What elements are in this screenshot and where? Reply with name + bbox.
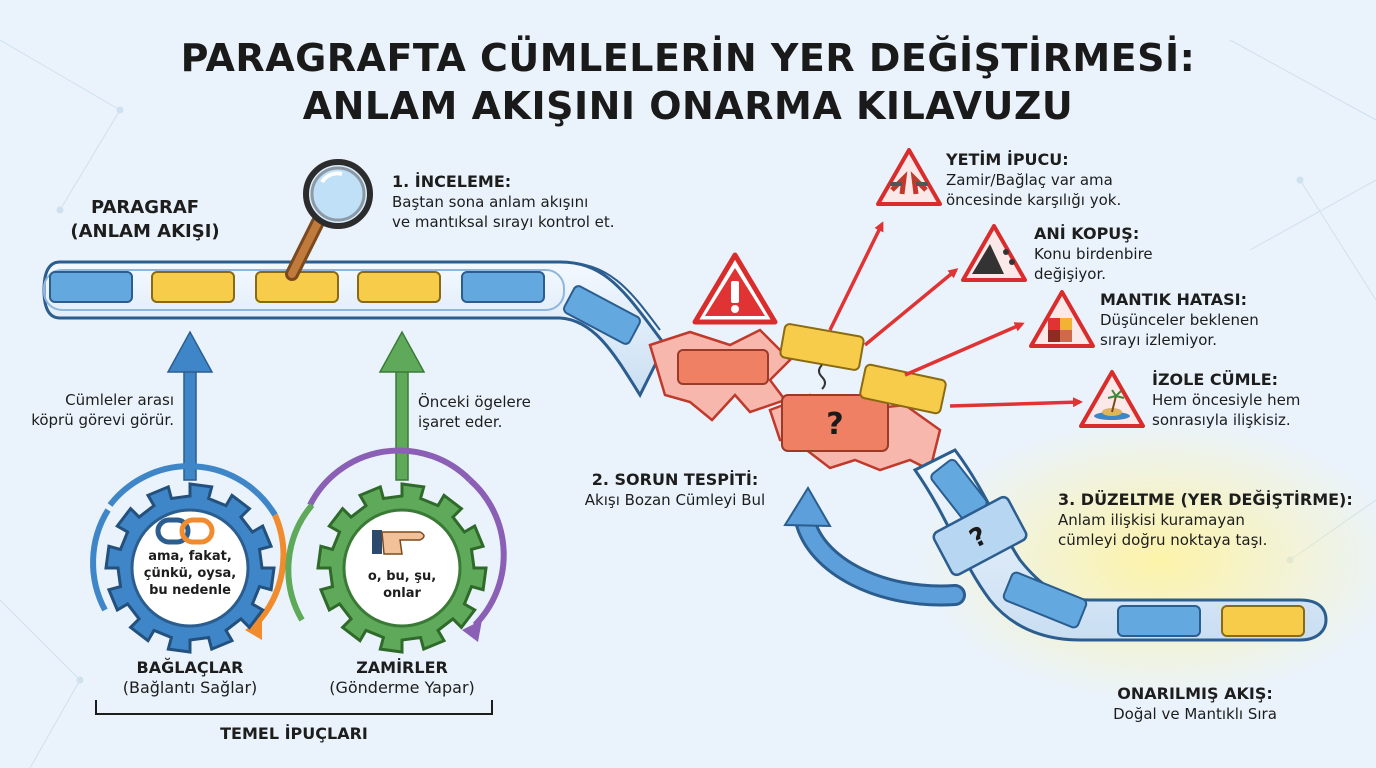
sentence-block — [1221, 605, 1305, 637]
repaired-flow-text: ONARILMIŞ AKIŞ: Doğal ve Mantıklı Sıra — [1113, 684, 1277, 723]
sentence-block — [563, 285, 641, 345]
problem-isolated-sentence: İZOLE CÜMLE: Hem öncesiyle hem sonrasıyl… — [1152, 370, 1301, 429]
step1-heading: 1. İNCELEME: — [392, 172, 512, 191]
paragraph-belt-left — [42, 260, 667, 399]
page-title: PARAGRAFTA CÜMLELERİN YER DEĞİŞTİRMESİ: … — [0, 34, 1376, 130]
connector-words: ama, fakat, çünkü, oysa, bu nedenle — [143, 549, 237, 598]
clues-label: TEMEL İPUÇLARI — [220, 724, 368, 743]
sentence-block — [461, 271, 545, 303]
sentence-block — [1002, 571, 1088, 629]
warning-icon — [692, 252, 778, 325]
connector-caption: BAĞLAÇLAR (Bağlantı Sağlar) — [122, 658, 258, 697]
sentence-block — [859, 363, 947, 415]
question-mark: ? — [826, 407, 843, 442]
puzzle-icon — [1029, 290, 1095, 348]
pronoun-note: Önceki ögelere işaret eder. — [418, 393, 531, 431]
title-line-2: ANLAM AKIŞINI ONARMA KILAVUZU — [302, 84, 1074, 128]
broken-section: ? — [648, 323, 947, 472]
magnifier-icon — [285, 159, 373, 281]
sentence-block — [357, 271, 441, 303]
problem-arrows — [828, 221, 1083, 408]
step2-text: 2. SORUN TESPİTİ: Akışı Bozan Cümleyi Bu… — [584, 470, 766, 509]
connector-arrow — [166, 330, 214, 481]
step3-text: 3. DÜZELTME (YER DEĞİŞTİRME): Anlam iliş… — [1058, 490, 1353, 549]
broken-block — [677, 349, 769, 385]
sentence-block — [151, 271, 235, 303]
connector-gear — [90, 463, 287, 654]
problem-sudden-break: ANİ KOPUŞ: Konu birdenbire değişiyor. — [1034, 224, 1153, 283]
belt-blocks-right: ? — [930, 458, 1305, 637]
pointing-hand-icon — [372, 530, 425, 555]
problem-orphan-clue: YETİM İPUCU: Zamir/Bağlaç var ama öncesi… — [946, 150, 1122, 209]
pronoun-caption: ZAMİRLER (Gönderme Yapar) — [329, 658, 475, 697]
reposition-arrow — [783, 486, 966, 607]
clues-bracket — [95, 700, 493, 715]
sentence-block — [49, 271, 133, 303]
step1-text: 1. İNCELEME: Baştan sona anlam akışını v… — [392, 172, 615, 231]
moving-block — [932, 495, 1028, 577]
broken-bridge-icon — [876, 148, 942, 206]
misplaced-block — [781, 394, 889, 452]
falling-rocks-icon — [961, 224, 1027, 282]
chain-link-icon — [155, 517, 215, 545]
connector-note: Cümleler arası köprü görevi görür. — [31, 391, 174, 429]
sentence-block — [1117, 605, 1201, 637]
belt-blocks-left — [49, 271, 641, 345]
island-icon — [1079, 370, 1145, 428]
paragraph-label: PARAGRAF (ANLAM AKIŞI) — [70, 197, 220, 242]
title-line-1: PARAGRAFTA CÜMLELERİN YER DEĞİŞTİRMESİ: — [180, 36, 1196, 80]
pronoun-words: o, bu, şu, onlar — [367, 569, 437, 601]
problem-logic-error: MANTIK HATASI: Düşünceler beklenen sıray… — [1100, 290, 1259, 349]
pronoun-gear — [285, 447, 507, 654]
sentence-block — [779, 323, 865, 371]
